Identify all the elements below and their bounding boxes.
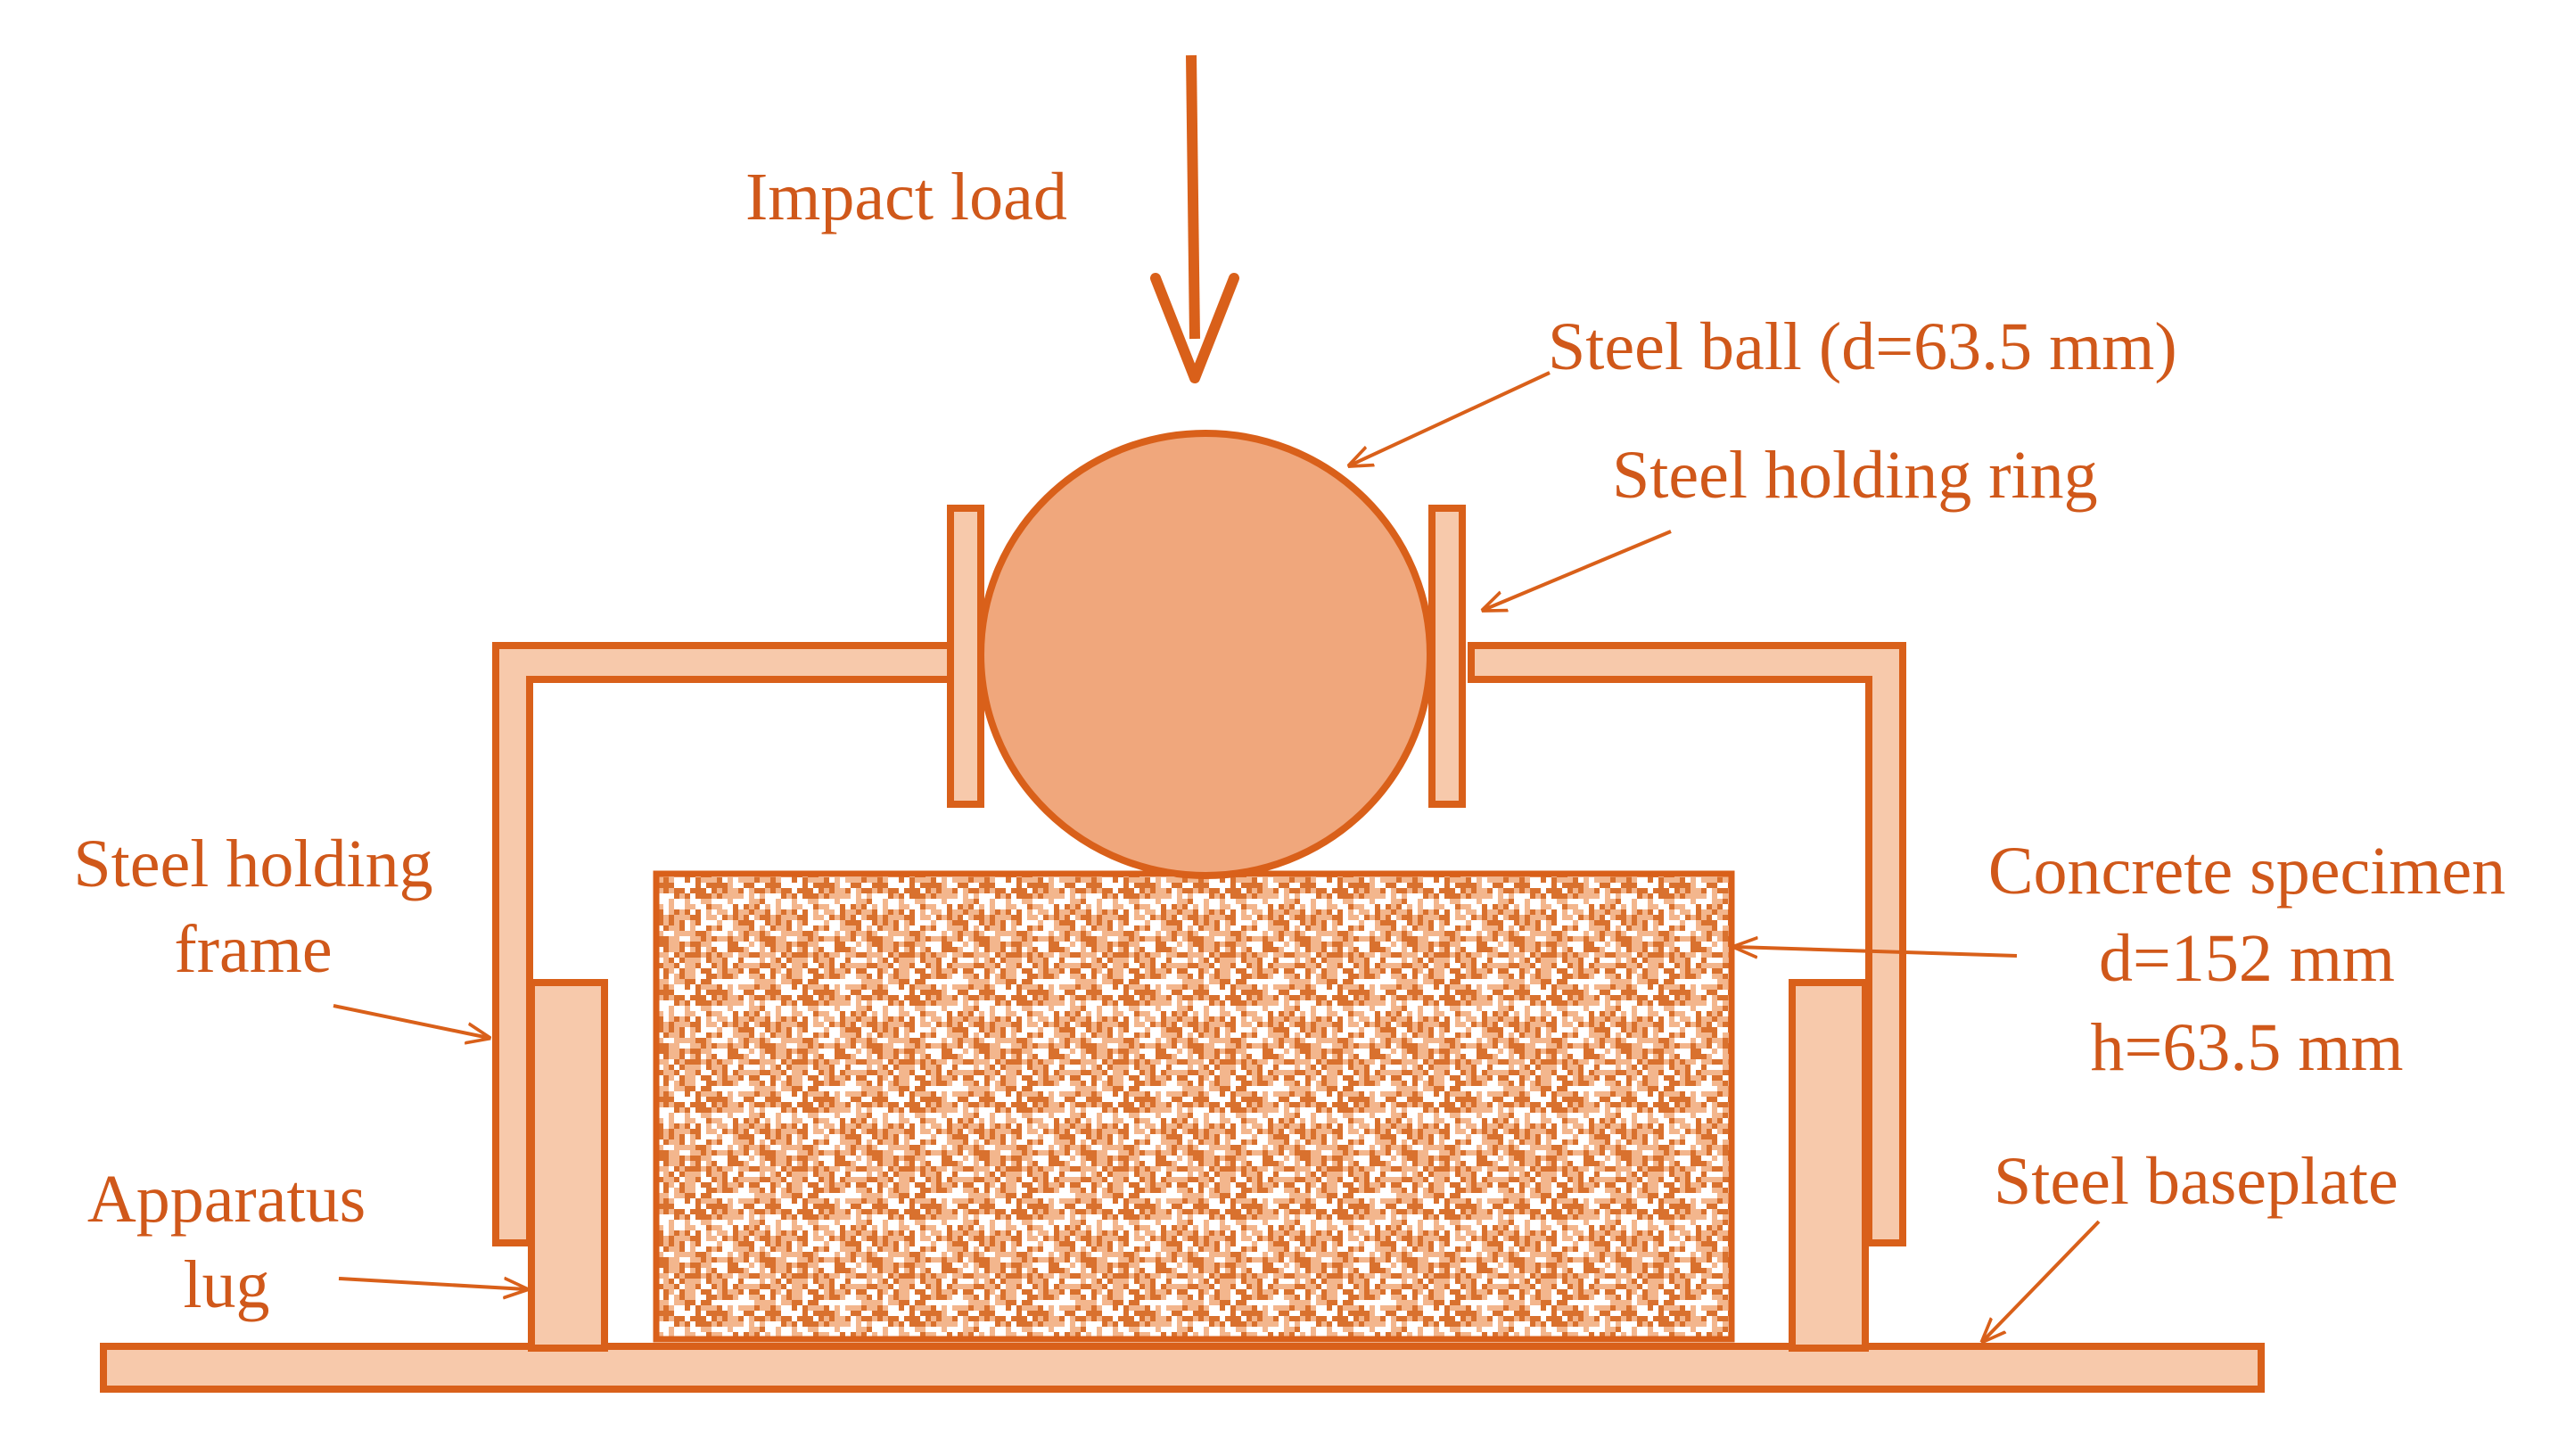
holding-frame-label-line1: Steel holding	[73, 827, 432, 901]
holding-ring-left	[947, 505, 984, 808]
steel-ball-label: Steel ball (d=63.5 mm)	[1548, 309, 2177, 384]
holding-frame-leader-arrow	[333, 1004, 489, 1038]
holding-ring-right	[1428, 505, 1466, 808]
steel-baseplate	[100, 1343, 2265, 1393]
apparatus-lug-label-line1: Apparatus	[87, 1162, 366, 1237]
apparatus-lug-leader-arrow	[338, 1279, 526, 1289]
concrete-specimen-label-line2: d=152 mm	[2099, 921, 2395, 996]
baseplate-label: Steel baseplate	[1994, 1144, 2398, 1219]
concrete-specimen	[653, 870, 1735, 1343]
holding-ring-leader-arrow	[1484, 530, 1672, 610]
holding-frame-right	[1468, 642, 1906, 1246]
steel-ball-leader-arrow	[1350, 371, 1551, 465]
impact-load-arrow-shaft	[1186, 54, 1200, 340]
apparatus-lug-label-line2: lug	[183, 1247, 269, 1322]
impact-load-arrow-head	[1150, 273, 1239, 383]
apparatus-lug-left	[528, 979, 608, 1352]
steel-ball	[977, 430, 1434, 879]
concrete-specimen-label-line1: Concrete specimen	[1988, 834, 2505, 909]
impact-load-label: Impact load	[745, 160, 1067, 234]
apparatus-lug-right	[1789, 979, 1869, 1352]
holding-frame-label-line2: frame	[174, 912, 332, 987]
concrete-specimen-label-line3: h=63.5 mm	[2090, 1010, 2403, 1085]
concrete-specimen-leader-arrow	[1735, 947, 2018, 956]
baseplate-leader-arrow	[1983, 1220, 2101, 1341]
holding-ring-label: Steel holding ring	[1612, 438, 2098, 513]
